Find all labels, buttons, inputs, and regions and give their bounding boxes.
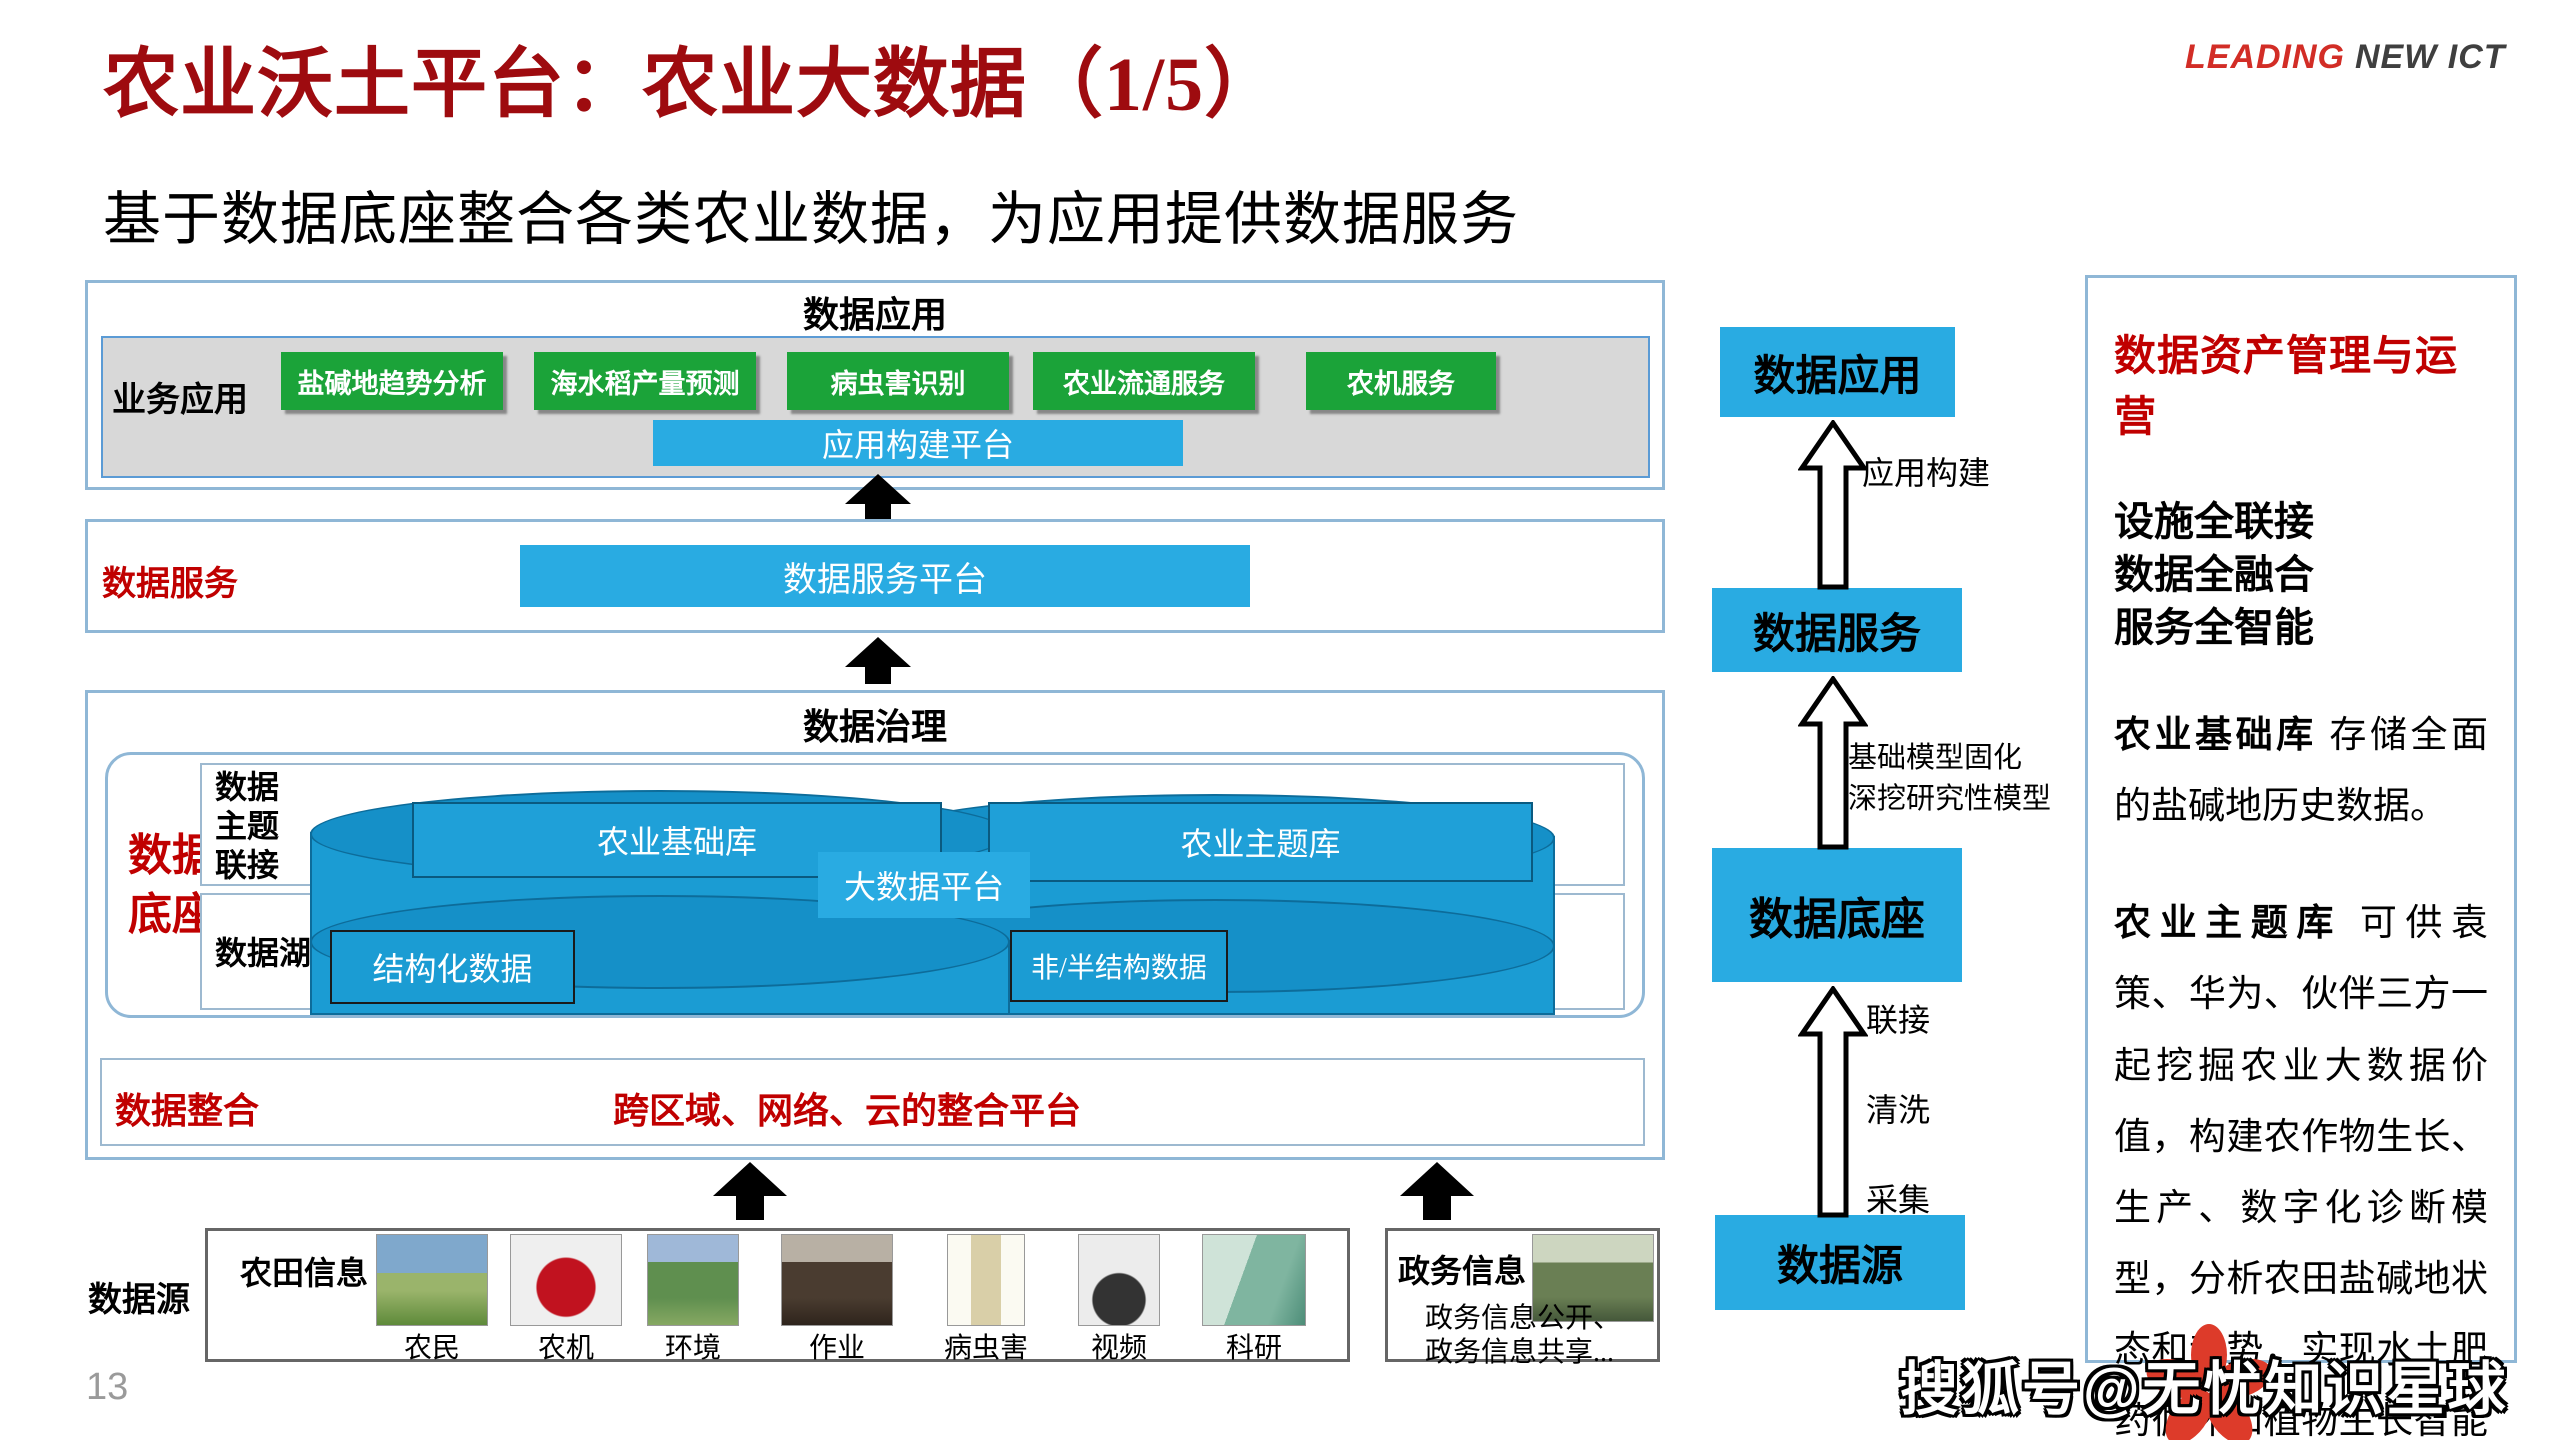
- hollow-up-arrow-collect-icon: [1798, 986, 1868, 1218]
- panel-title: 数据资产管理与运营: [2114, 334, 2459, 441]
- caption-pest: 病虫害: [943, 1333, 1029, 1364]
- caption-farmer: 农民: [403, 1333, 461, 1364]
- caption-research: 科研: [1225, 1333, 1283, 1364]
- app-button-agri-circulation: 农业流通服务: [1033, 352, 1255, 410]
- gov-photo: [1532, 1234, 1654, 1322]
- big-data-platform-label: 大数据平台: [818, 852, 1030, 918]
- data-asset-panel: 数据资产管理与运营 设施全联接 数据全融合 服务全智能 农业基础库 存储全面的盐…: [2085, 275, 2517, 1440]
- gov-line-1: 政务信息公开、: [1425, 1303, 1622, 1334]
- gov-info-label: 政务信息: [1398, 1253, 1527, 1289]
- operation-photo: [781, 1234, 893, 1326]
- agri-theme-db-label: 农业主题库: [988, 802, 1533, 882]
- research-photo: [1202, 1234, 1306, 1326]
- data-application-title: 数据应用: [802, 295, 947, 335]
- flow-box-data-base: 数据底座: [1712, 848, 1962, 982]
- flow-label-collect: 采集: [1866, 1182, 1931, 1218]
- arrow-governance-to-service-icon: [845, 637, 911, 684]
- logo-leading-text: LEADING: [2185, 38, 2345, 76]
- hollow-up-arrow-model-icon: [1798, 676, 1868, 850]
- data-integration-side-label: 数据整合: [115, 1091, 260, 1131]
- farm-info-label: 农田信息: [240, 1255, 369, 1291]
- app-button-pest-recognition: 病虫害识别: [787, 352, 1009, 410]
- caption-operation: 作业: [808, 1333, 866, 1364]
- panel-para1-term: 农业基础库: [2114, 715, 2317, 757]
- tractor-photo: [510, 1234, 622, 1326]
- caption-environment: 环境: [664, 1333, 722, 1364]
- flow-box-data-application: 数据应用: [1720, 327, 1955, 417]
- flow-label-model: 基础模型固化 深挖研究性模型: [1848, 738, 2051, 819]
- data-integration-box: [100, 1058, 1645, 1146]
- page-number: 13: [86, 1366, 129, 1408]
- app-build-platform-bar: 应用构建平台: [653, 420, 1183, 466]
- flow-box-data-service: 数据服务: [1712, 588, 1962, 672]
- arrow-gov-to-integration-icon: [1400, 1162, 1474, 1220]
- panel-paragraph-2: 农业主题库 可供袁策、华为、伙伴三方一起挖掘农业大数据价值，构建农作物生长、生产…: [2114, 888, 2488, 1440]
- flow-label-model-line1: 基础模型固化: [1848, 742, 2023, 774]
- structured-data-label: 结构化数据: [330, 930, 575, 1004]
- red-flower-logo-icon: [2138, 1318, 2278, 1440]
- flow-label-build: 应用构建: [1862, 455, 1991, 491]
- arrow-service-to-application-icon: [845, 474, 911, 521]
- panel-bullet-1: 设施全联接: [2114, 499, 2314, 544]
- caption-machine: 农机: [537, 1333, 595, 1364]
- app-button-seawater-rice: 海水稻产量预测: [534, 352, 756, 410]
- slide-subtitle: 基于数据底座整合各类农业数据，为应用提供数据服务: [103, 187, 1520, 252]
- watermark-text: 搜狐号@无忧知识星球: [1900, 1357, 2509, 1422]
- arrow-farm-to-integration-icon: [713, 1162, 787, 1220]
- lake-row-label: 数据湖: [215, 935, 312, 971]
- panel-para1-text: 存储全面的盐碱地历史数据。: [2114, 715, 2489, 828]
- pest-lamp-photo: [947, 1234, 1025, 1326]
- panel-para2-term: 农业主题库: [2114, 903, 2342, 945]
- theme-row-label: 数据 主题 联接: [215, 768, 279, 885]
- hollow-up-arrow-build-icon: [1798, 420, 1868, 590]
- data-service-side-label: 数据服务: [102, 566, 238, 603]
- panel-bullet-2: 数据全融合: [2114, 551, 2314, 597]
- panel-bullet-3: 服务全智能: [2114, 604, 2314, 650]
- flow-label-model-line2: 深挖研究性模型: [1848, 782, 2052, 815]
- app-button-agri-machine: 农机服务: [1306, 352, 1496, 410]
- unstructured-data-label: 非/半结构数据: [1010, 930, 1228, 1002]
- logo-newict-text: NEW ICT: [2355, 38, 2506, 76]
- app-button-saline-trend: 盐碱地趋势分析: [281, 352, 503, 410]
- gov-line-2: 政务信息共享...: [1425, 1337, 1615, 1368]
- flow-box-data-source: 数据源: [1715, 1215, 1965, 1310]
- data-governance-title: 数据治理: [802, 707, 947, 747]
- flow-label-clean: 清洗: [1866, 1092, 1931, 1128]
- theme-label-line1: 数据: [215, 769, 280, 805]
- flow-label-connect: 联接: [1866, 1002, 1931, 1038]
- panel-para2-text: 可供袁策、华为、伙伴三方一起挖掘农业大数据价值，构建农作物生长、生产、数字化诊断…: [2114, 903, 2488, 1440]
- panel-bullets: 设施全联接 数据全融合 服务全智能: [2114, 496, 2488, 654]
- video-camera-photo: [1078, 1234, 1160, 1326]
- panel-paragraph-1: 农业基础库 存储全面的盐碱地历史数据。: [2114, 700, 2488, 842]
- integration-platform-text: 跨区域、网络、云的整合平台: [613, 1091, 1082, 1131]
- farmer-photo: [376, 1234, 488, 1326]
- business-app-side-label: 业务应用: [112, 382, 248, 419]
- caption-video: 视频: [1090, 1333, 1148, 1364]
- company-logo: LEADING NEW ICT: [2185, 38, 2506, 77]
- page-title: 农业沃土平台：农业大数据（1/5）: [103, 43, 1282, 127]
- data-source-side-label: 数据源: [88, 1282, 190, 1319]
- data-service-platform-bar: 数据服务平台: [520, 545, 1250, 607]
- theme-label-line3: 联接: [215, 847, 280, 884]
- environment-photo: [647, 1234, 739, 1326]
- theme-label-line2: 主题: [215, 808, 280, 845]
